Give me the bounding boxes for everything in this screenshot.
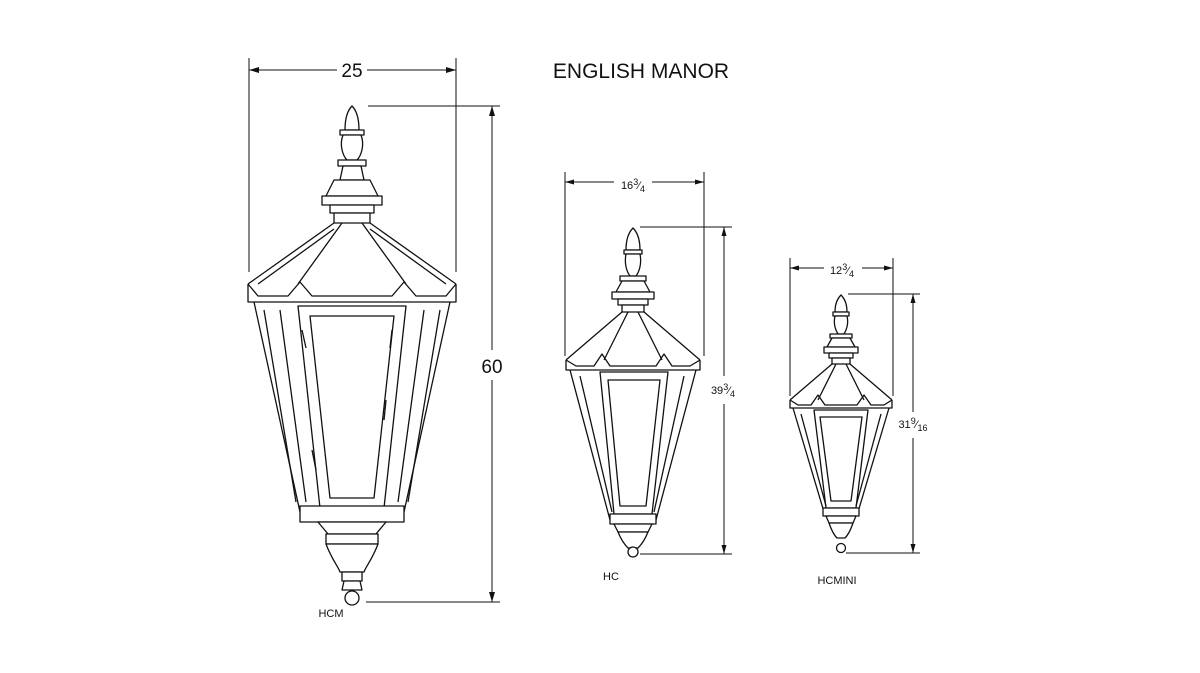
lantern-hcmini: HCMINI — [789, 294, 893, 587]
width-label-hcm: 25 — [341, 61, 362, 82]
model-label-hc: HC — [603, 571, 619, 583]
dimension-hc: 163⁄4 393⁄4 — [564, 172, 735, 555]
height-label-hcm: 60 — [481, 357, 502, 378]
lantern-hcm: HCM — [247, 105, 457, 620]
width-label-hc: 163⁄4 — [621, 177, 645, 194]
model-label-hcmini: HCMINI — [817, 575, 856, 587]
dimension-hcm: 25 60 — [248, 58, 503, 603]
height-label-hc: 393⁄4 — [711, 382, 735, 399]
lantern-hc: HC — [565, 227, 701, 583]
height-label-hcmini: 319⁄16 — [898, 416, 927, 433]
model-label-hcm: HCM — [318, 608, 343, 620]
width-label-hcmini: 123⁄4 — [830, 262, 854, 279]
drawing-title: ENGLISH MANOR — [553, 60, 729, 83]
dimension-hcmini: 123⁄4 319⁄16 — [789, 258, 928, 554]
